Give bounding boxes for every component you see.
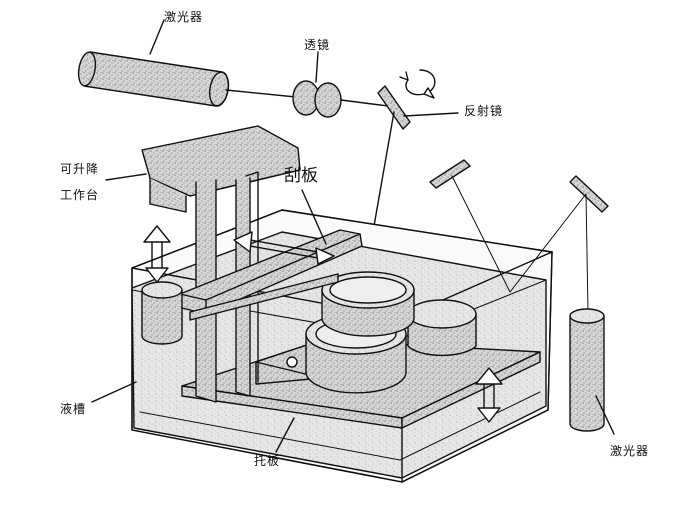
scraper-blade (189, 273, 339, 321)
label-lift-platform-line1: 可升降 (60, 162, 100, 176)
leader-laser-bottom (595, 395, 615, 435)
laser-beam-right (451, 175, 589, 313)
vertical-arrow-right-icon (475, 367, 503, 423)
label-lift-platform-line2: 工作台 (60, 188, 100, 202)
leader-lens (315, 51, 319, 83)
mirror-right-2 (569, 175, 609, 213)
horizontal-arrow-icon (233, 231, 335, 265)
laser-beam-top (225, 89, 297, 98)
left-cylinder (141, 281, 183, 345)
leader-lift-platform (105, 173, 147, 181)
label-laser-top: 激光器 (164, 10, 204, 24)
leader-tank (91, 381, 137, 403)
leader-tray (275, 417, 295, 453)
label-tray: 托板 (254, 454, 281, 468)
mirror-right-1 (429, 159, 471, 189)
laser-top-device (77, 51, 230, 107)
printed-part (255, 271, 477, 394)
laser-bottom-device (569, 308, 605, 432)
lens-device (292, 80, 342, 118)
mirror-leader (403, 112, 459, 117)
mirror-device (377, 85, 411, 130)
label-laser-bottom: 激光器 (610, 444, 650, 458)
vertical-arrow-left-icon (143, 225, 171, 283)
laser-beam-to-mirror (340, 99, 389, 107)
label-tank: 液槽 (60, 402, 87, 416)
leader-scraper (301, 189, 327, 245)
lift-platform (141, 125, 363, 403)
leader-laser-top (149, 19, 165, 55)
label-scraper: 刮板 (284, 166, 318, 186)
rotation-arrow-icon (399, 69, 436, 99)
label-lens: 透镜 (304, 38, 331, 52)
label-mirror: 反射镜 (464, 104, 504, 118)
